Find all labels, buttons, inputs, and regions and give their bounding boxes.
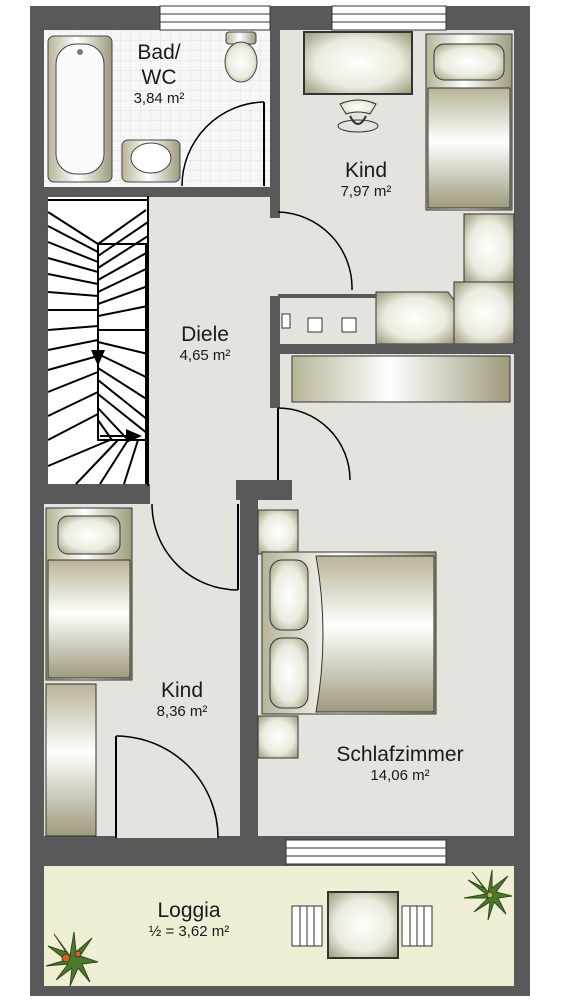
cabinet-icon <box>375 213 515 345</box>
wall <box>270 296 280 408</box>
desk-chair-icon <box>337 99 379 133</box>
room-area: 8,36 m² <box>156 703 208 721</box>
arrow-down-icon <box>91 244 105 366</box>
wall <box>240 500 258 840</box>
door-swing <box>115 735 219 839</box>
room-name: Kind <box>160 679 204 702</box>
plant-icon <box>463 869 513 921</box>
window <box>285 839 447 865</box>
shelf <box>278 313 514 354</box>
stairs-icon <box>47 196 149 486</box>
loggia-floor <box>44 866 514 986</box>
room-name: Bad/ <box>137 41 181 64</box>
double-bed-icon <box>261 551 437 715</box>
wall <box>40 196 48 486</box>
bathtub-icon <box>47 35 113 183</box>
diele-floor <box>148 196 278 502</box>
plant-icon <box>45 931 99 987</box>
room-area: 4,65 m² <box>179 347 231 365</box>
wardrobe-icon <box>45 683 97 837</box>
door-swing <box>151 503 239 591</box>
room-area: 14,06 m² <box>370 767 430 785</box>
room-area: ½ = 3,62 m² <box>148 923 230 941</box>
wardrobe-icon <box>291 355 511 403</box>
sink-icon <box>121 139 181 183</box>
room-area: 3,84 m² <box>133 90 185 108</box>
window <box>331 5 447 31</box>
loggia-railing <box>30 986 530 996</box>
toilet-icon <box>224 31 258 83</box>
room-label-bad: Bad/ WC 3,84 m² <box>104 40 214 108</box>
room-name: Schlafzimmer <box>336 743 464 766</box>
room-name: Kind <box>344 159 388 182</box>
wall <box>236 480 292 500</box>
window <box>159 5 271 31</box>
room-name: Loggia <box>157 899 221 922</box>
door-swing <box>181 101 265 187</box>
chair-icon <box>291 905 433 947</box>
room-name: Diele <box>181 323 229 346</box>
door-swing <box>277 407 351 481</box>
wall <box>40 836 116 866</box>
room-label-kind-bottom: Kind 8,36 m² <box>124 678 240 721</box>
room-area: 7,97 m² <box>340 183 392 201</box>
room-label-diele: Diele 4,65 m² <box>148 322 262 365</box>
nightstand-icon <box>257 509 299 759</box>
loggia-railing <box>30 866 44 996</box>
door-swing <box>277 211 353 291</box>
bed-icon <box>425 33 513 211</box>
bed-icon <box>45 507 133 681</box>
wall <box>40 187 272 197</box>
room-name: WC <box>141 66 177 90</box>
wall <box>40 484 150 504</box>
table-icon <box>327 891 399 959</box>
room-label-kind-top: Kind 7,97 m² <box>306 158 426 201</box>
wall <box>270 6 280 218</box>
loggia-railing <box>514 866 530 996</box>
room-label-schlafzimmer: Schlafzimmer 14,06 m² <box>300 742 500 785</box>
desk-icon <box>303 31 413 95</box>
arrow-right-icon <box>100 429 142 443</box>
room-label-loggia: Loggia ½ = 3,62 m² <box>104 898 274 941</box>
